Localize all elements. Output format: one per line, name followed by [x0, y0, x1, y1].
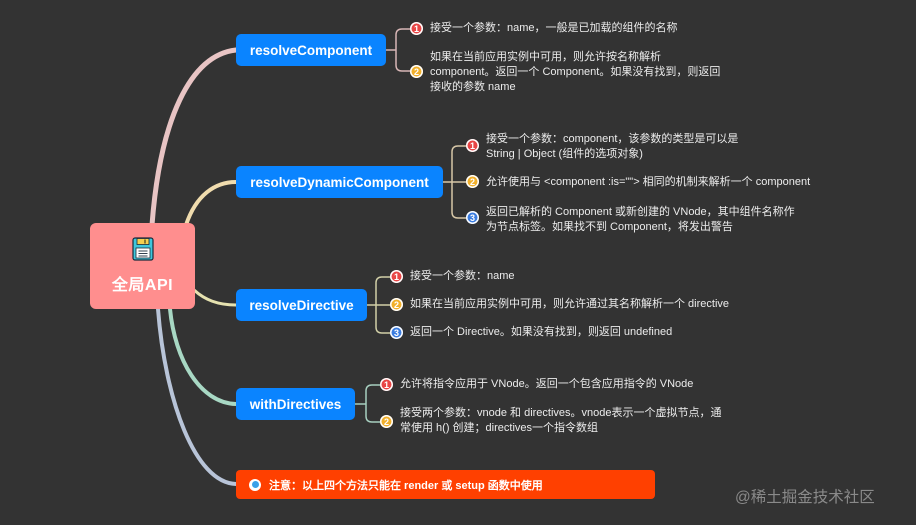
leaf-text: 接受一个参数：name	[410, 270, 515, 282]
branch-resolve-component[interactable]: resolveComponent	[236, 34, 386, 66]
leaf-node[interactable]: 允许将指令应用于 VNode。返回一个包含应用指令的 VNode	[400, 377, 693, 392]
root-title: 全局API	[111, 277, 174, 294]
marker-1-icon: 1	[410, 22, 423, 35]
marker-2-icon: 2	[466, 175, 479, 188]
branch-label: resolveComponent	[249, 42, 373, 58]
leaf-node[interactable]: 允许使用与 <component :is=""> 相同的机制来解析一个 comp…	[486, 175, 810, 190]
marker-1-icon: 1	[380, 378, 393, 391]
leaf-node[interactable]: 接受一个参数：name	[410, 269, 515, 284]
marker-2-icon: 2	[410, 65, 423, 78]
leaf-text: 返回已解析的 Component 或新创建的 VNode，其中组件名称作 为节点…	[486, 206, 795, 233]
leaf-node[interactable]: 接受两个参数：vnode 和 directives。vnode表示一个虚拟节点，…	[400, 406, 722, 436]
leaf-node[interactable]: 返回一个 Directive。如果没有找到，则返回 undefined	[410, 325, 672, 340]
floppy-disk-icon	[131, 237, 154, 261]
note-banner[interactable]: 注意：以上四个方法只能在 render 或 setup 函数中使用	[236, 470, 655, 499]
leaf-text: 接受两个参数：vnode 和 directives。vnode表示一个虚拟节点，…	[400, 407, 722, 434]
root-node[interactable]: 全局API	[90, 223, 195, 309]
leaf-node[interactable]: 如果在当前应用实例中可用，则允许通过其名称解析一个 directive	[410, 297, 729, 312]
leaf-text: 如果在当前应用实例中可用，则允许通过其名称解析一个 directive	[410, 298, 730, 310]
branch-label: withDirectives	[249, 396, 342, 412]
marker-1-icon: 1	[390, 270, 403, 283]
leaf-text: 接受一个参数：component，该参数的类型是可以是 String | Obj…	[486, 133, 739, 160]
leaf-text: 如果在当前应用实例中可用，则允许按名称解析 component。返回一个 Com…	[430, 51, 721, 93]
marker-3-icon: 3	[390, 326, 403, 339]
branch-resolve-directive[interactable]: resolveDirective	[236, 289, 367, 321]
leaf-text: 接受一个参数：name，一般是已加载的组件的名称	[430, 22, 678, 34]
branch-with-directives[interactable]: withDirectives	[236, 388, 355, 420]
leaf-node[interactable]: 接受一个参数：name，一般是已加载的组件的名称	[430, 21, 678, 36]
marker-2-icon: 2	[380, 415, 393, 428]
branch-label: resolveDirective	[249, 297, 354, 313]
leaf-node[interactable]: 返回已解析的 Component 或新创建的 VNode，其中组件名称作 为节点…	[486, 205, 795, 235]
leaf-node[interactable]: 如果在当前应用实例中可用，则允许按名称解析 component。返回一个 Com…	[430, 50, 720, 95]
marker-1-icon: 1	[466, 139, 479, 152]
leaf-node[interactable]: 接受一个参数：component，该参数的类型是可以是 String | Obj…	[486, 132, 738, 162]
note-text: 注意：以上四个方法只能在 render 或 setup 函数中使用	[269, 479, 543, 492]
marker-2-icon: 2	[390, 298, 403, 311]
watermark: @稀土掘金技术社区	[735, 489, 875, 506]
marker-3-icon: 3	[466, 211, 479, 224]
branch-label: resolveDynamicComponent	[250, 174, 429, 190]
leaf-text: 允许将指令应用于 VNode。返回一个包含应用指令的 VNode	[400, 378, 694, 390]
lightbulb-icon	[249, 478, 261, 491]
leaf-text: 允许使用与 <component :is=""> 相同的机制来解析一个 comp…	[486, 176, 811, 188]
leaf-text: 返回一个 Directive。如果没有找到，则返回 undefined	[410, 326, 673, 338]
branch-resolve-dynamic-component[interactable]: resolveDynamicComponent	[236, 166, 443, 198]
